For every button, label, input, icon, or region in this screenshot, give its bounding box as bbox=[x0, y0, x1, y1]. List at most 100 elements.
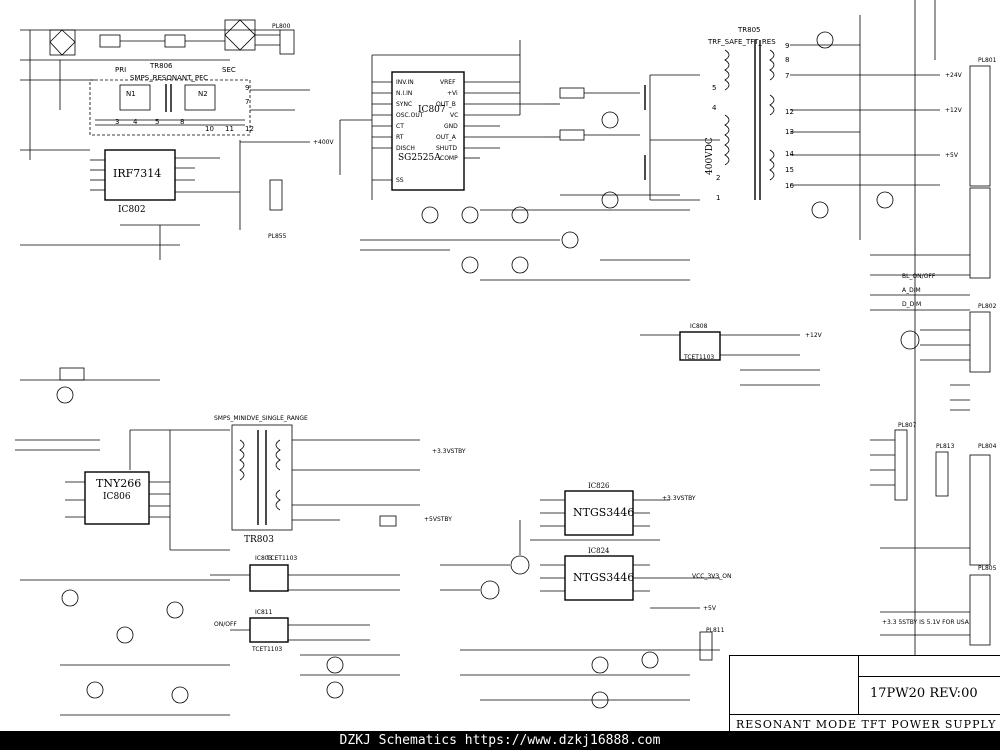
pl802-label: PL802 bbox=[978, 303, 997, 310]
tr805-vdc: 400VDC bbox=[705, 137, 715, 175]
net-400v: +400V bbox=[313, 139, 334, 146]
ic802-part: IRF7314 bbox=[113, 167, 161, 180]
ic807-pin-vref: VREF bbox=[440, 79, 456, 86]
ic803-part: TCET1103 bbox=[266, 555, 297, 562]
ic807-pin-inv: INV.IN bbox=[396, 79, 414, 86]
svg-text:15: 15 bbox=[785, 166, 794, 174]
net-5v-top: +5V bbox=[945, 152, 959, 159]
pl811-label: PL811 bbox=[706, 627, 725, 634]
svg-text:8: 8 bbox=[785, 56, 789, 64]
svg-text:4: 4 bbox=[712, 104, 717, 112]
pfc-section: PL800 bbox=[20, 19, 295, 160]
ic806-part: TNY266 bbox=[96, 477, 141, 490]
ic807-body bbox=[391, 71, 465, 191]
ic811-part: TCET1103 bbox=[251, 646, 282, 653]
ic808: IC808 TCET1103 +12V bbox=[640, 323, 823, 386]
ic824-body bbox=[564, 555, 634, 601]
tr806-transformer: TR806 PRI SEC SMPS_RESONANT_PFC N1 N2 3 … bbox=[89, 62, 310, 136]
tr805-name: TR805 bbox=[737, 26, 761, 34]
net-33stby-b: +3.3VSTBY bbox=[662, 495, 696, 502]
pl855-label: PL855 bbox=[268, 233, 287, 240]
bottom-middle: PL811 bbox=[460, 627, 725, 709]
tr806-sec: SEC bbox=[222, 66, 236, 74]
ic807: IC807 SG2525A INV.IN N.I.IN SYNC OSC.OUT… bbox=[339, 40, 545, 200]
ic807-ref: IC807 bbox=[418, 105, 446, 115]
net-12v-ic808: +12V bbox=[805, 332, 823, 339]
right-middle: PL807 PL813 +3.3 5STBY IS 5.1V FOR USA bbox=[870, 422, 970, 636]
ic824-part: NTGS3446 bbox=[573, 571, 634, 584]
ic807-pin-disch: DISCH bbox=[396, 145, 415, 152]
svg-text:12: 12 bbox=[245, 125, 254, 133]
svg-text:9: 9 bbox=[245, 84, 249, 92]
svg-text:5: 5 bbox=[155, 118, 159, 126]
net-5stby-a: +5VSTBY bbox=[424, 516, 452, 523]
ic808-ref: IC808 bbox=[690, 323, 708, 330]
net-33stby-a: +3.3VSTBY bbox=[432, 448, 466, 455]
tr806-pri: PRI bbox=[115, 66, 126, 74]
svg-text:8: 8 bbox=[180, 118, 184, 126]
svg-text:4: 4 bbox=[133, 118, 138, 126]
standby-section: TNY266 IC806 bbox=[15, 367, 230, 716]
ic811-ref: IC811 bbox=[255, 609, 273, 616]
tr806-n2: N2 bbox=[198, 90, 208, 98]
net-on-off: ON/OFF bbox=[214, 621, 237, 628]
svg-text:13: 13 bbox=[785, 128, 794, 136]
ic807-pin-ni: N.I.IN bbox=[396, 90, 412, 97]
ic802-body bbox=[104, 149, 176, 201]
svg-text:7: 7 bbox=[245, 98, 249, 106]
ic807-pin-outa: OUT_A bbox=[436, 134, 457, 141]
schematic-drawing: PL800 TR806 PRI SEC SMPS_RESONANT_PFC N1… bbox=[15, 0, 997, 730]
net-24v: +24V bbox=[945, 72, 963, 79]
svg-text:3: 3 bbox=[115, 118, 119, 126]
ic807-pin-gnd: GND bbox=[444, 123, 458, 130]
ic807-pin-shutd: SHUTD bbox=[436, 145, 457, 152]
svg-text:11: 11 bbox=[225, 125, 234, 133]
svg-text:2: 2 bbox=[716, 174, 720, 182]
pl800-label: PL800 bbox=[272, 23, 291, 30]
net-12v-top: +12V bbox=[945, 107, 963, 114]
ic807-pin-vc: VC bbox=[450, 112, 458, 119]
tr806-type: SMPS_RESONANT_PFC bbox=[130, 74, 208, 82]
ic826-body bbox=[564, 490, 634, 536]
ic807-pin-comp: COMP bbox=[440, 155, 458, 162]
tr803-transformer: SMPS_MINIDVE_SINGLE_RANGE TR803 +3.3VSTB… bbox=[214, 415, 466, 545]
ic807-pin-sync: SYNC bbox=[396, 101, 412, 108]
tr806-n1: N1 bbox=[126, 90, 136, 98]
svg-text:7: 7 bbox=[785, 72, 789, 80]
svg-text:14: 14 bbox=[785, 150, 794, 158]
ic824-ref: IC824 bbox=[588, 547, 610, 555]
ic826-ic824: IC826 NTGS3446 IC824 NTGS3446 +3.3VSTBY … bbox=[440, 482, 731, 612]
ic807-pin-vi: +Vi bbox=[447, 90, 458, 97]
svg-text:16: 16 bbox=[785, 182, 794, 190]
ic802: IRF7314 IC802 +400V PL855 bbox=[20, 139, 334, 260]
net-vcc33: VCC_3V3_ON bbox=[692, 573, 731, 580]
ic806-body bbox=[84, 471, 150, 525]
svg-text:1: 1 bbox=[716, 194, 720, 202]
net-5v-mid: +5V bbox=[703, 605, 717, 612]
ic803-ref: IC803 bbox=[255, 555, 273, 562]
svg-text:12: 12 bbox=[785, 108, 794, 116]
sheet-title: RESONANT MODE TFT POWER SUPPLY bbox=[736, 718, 997, 731]
net-a-dim: A_DIM bbox=[902, 287, 921, 294]
ic803-ic811: IC803 TCET1103 IC811 TCET1103 ON/OFF bbox=[210, 555, 400, 699]
ic807-pin-ss: SS bbox=[396, 177, 404, 184]
ic807-pin-osc: OSC.OUT bbox=[396, 112, 424, 119]
ic826-part: NTGS3446 bbox=[573, 506, 634, 519]
tr805-transformer: TR805 TRF_SAFE_TFT_RES 400VDC 5 4 2 1 9 … bbox=[705, 15, 963, 240]
ic826-ref: IC826 bbox=[588, 482, 610, 490]
ic808-part: TCET1103 bbox=[683, 354, 714, 361]
pl807-label: PL807 bbox=[898, 422, 917, 429]
title-block: 17PW20 REV:00 RESONANT MODE TFT POWER SU… bbox=[729, 655, 1000, 733]
tr806-name: TR806 bbox=[149, 62, 173, 70]
ic802-ref: IC802 bbox=[118, 205, 146, 215]
tr805-type: TRF_SAFE_TFT_RES bbox=[707, 38, 776, 46]
tr803-type: SMPS_MINIDVE_SINGLE_RANGE bbox=[214, 415, 308, 422]
pl805-label: PL805 bbox=[978, 565, 997, 572]
revision-label: 17PW20 REV:00 bbox=[870, 686, 978, 701]
ic807-part: SG2525A bbox=[398, 153, 441, 163]
pl804-label: PL804 bbox=[978, 443, 997, 450]
ic807-pin-rt: RT bbox=[396, 134, 404, 141]
ic807-pin-outb: OUT_B bbox=[436, 101, 456, 108]
svg-text:10: 10 bbox=[205, 125, 214, 133]
